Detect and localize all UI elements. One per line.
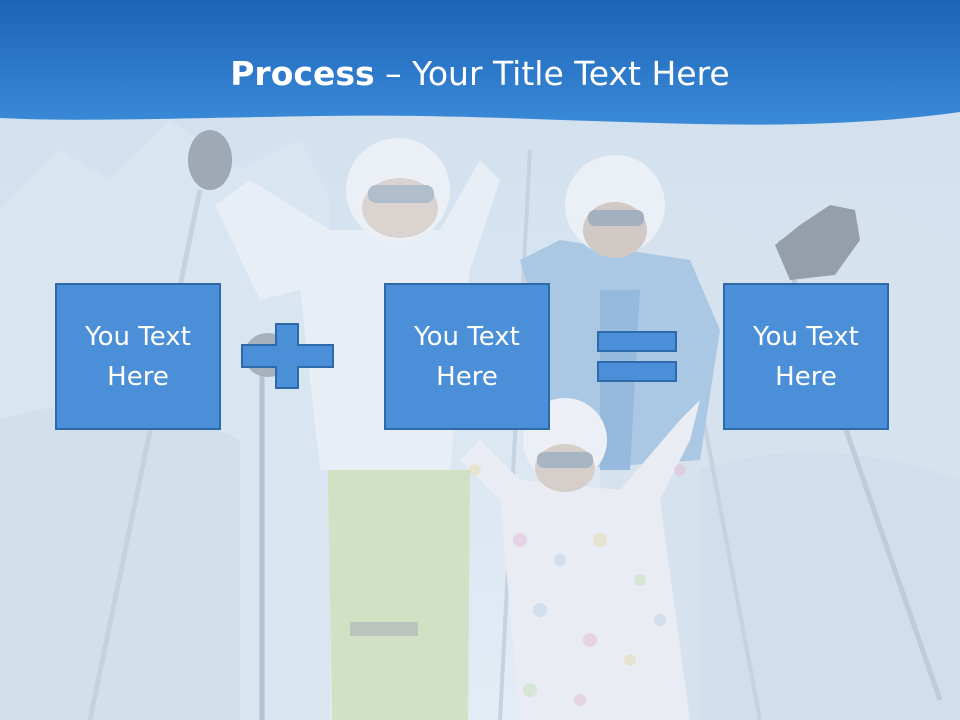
- title-bold: Process: [230, 54, 375, 93]
- process-box-2-text: You Text Here: [414, 321, 520, 392]
- process-box-3-text: You Text Here: [753, 321, 859, 392]
- process-box-1[interactable]: You Text Here: [55, 283, 221, 430]
- process-box-1-text: You Text Here: [85, 321, 191, 392]
- slide-title: Process – Your Title Text Here: [0, 52, 960, 96]
- plus-icon: [241, 323, 334, 389]
- process-box-2[interactable]: You Text Here: [384, 283, 550, 430]
- equals-icon: [597, 331, 677, 382]
- process-box-3[interactable]: You Text Here: [723, 283, 889, 430]
- title-rest: – Your Title Text Here: [374, 54, 730, 93]
